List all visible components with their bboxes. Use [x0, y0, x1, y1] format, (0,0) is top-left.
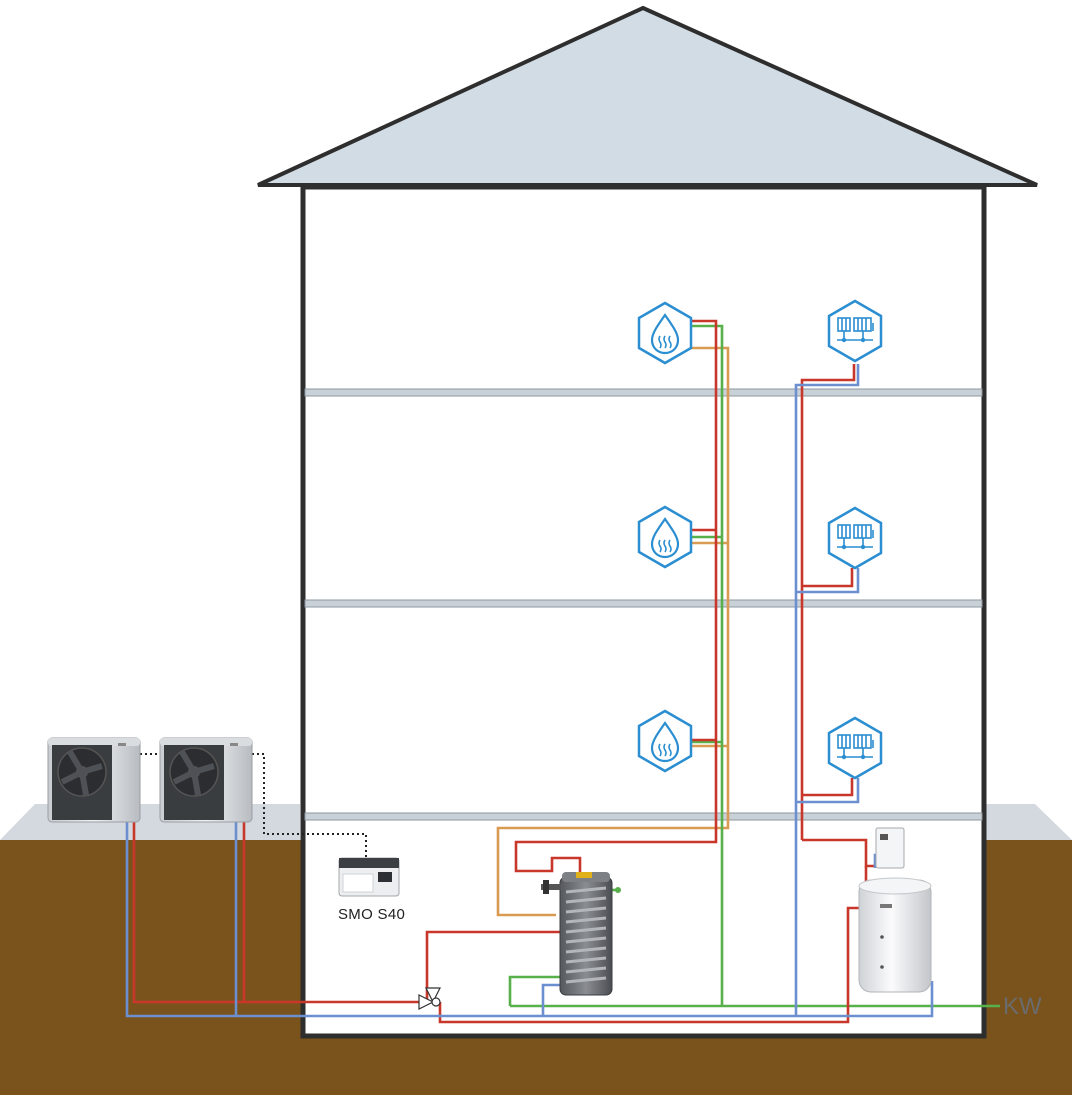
pipe-radiator-flow — [800, 364, 856, 840]
smo-s40-controller — [338, 857, 400, 897]
pipe-cold-water — [690, 324, 724, 1006]
outdoor-heat-pump-1 — [47, 737, 141, 823]
radiator-circuit-icon — [827, 716, 883, 780]
radiator-circuit-icon — [827, 299, 883, 363]
hot-water-drop-icon — [637, 301, 693, 365]
pipe-radiator-return — [794, 364, 860, 1016]
outdoor-heat-pump-2 — [159, 737, 253, 823]
dhw-cylinder — [858, 877, 932, 993]
controller-label: SMO S40 — [338, 906, 406, 923]
hot-water-drop-icon — [637, 709, 693, 773]
pipe-network — [125, 319, 1000, 1024]
control-cables — [140, 753, 367, 858]
mixing-valve — [418, 987, 441, 1010]
indoor-wall-module — [875, 827, 905, 869]
hot-water-drop-icon — [637, 505, 693, 569]
hot-water-tank — [541, 872, 621, 996]
floor-slabs — [304, 388, 983, 821]
pipe-hot-water — [514, 319, 718, 880]
house-roof — [257, 5, 1038, 187]
pipe-heatpump-return — [125, 822, 934, 1018]
cold-water-label: KW — [1003, 993, 1042, 1020]
pipe-heatpump-flow — [132, 822, 427, 1004]
radiator-circuit-icon — [827, 506, 883, 570]
